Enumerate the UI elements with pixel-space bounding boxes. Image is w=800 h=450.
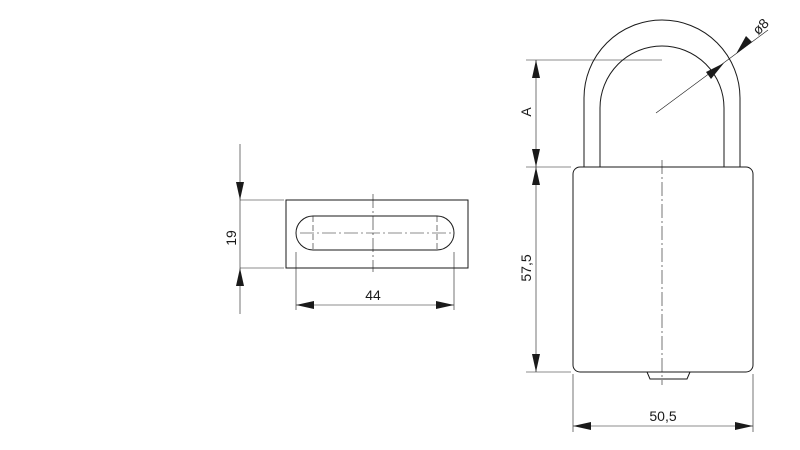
dimension-50-5-label: 50,5 [649, 408, 676, 424]
padlock-front-view: A 57,5 50,5 ø8 [518, 15, 772, 432]
padlock-body [572, 166, 754, 373]
shackle-outer [583, 19, 741, 167]
slot-plate-outline [285, 199, 469, 269]
keyway [646, 371, 691, 380]
dimension-44: 44 [295, 252, 455, 310]
shackle-inner [599, 45, 725, 167]
slot-opening [295, 215, 455, 251]
dimension-44-label: 44 [365, 287, 381, 303]
dimension-diameter-8: ø8 [655, 15, 772, 114]
dimension-19-label: 19 [223, 230, 239, 246]
dimension-A: A [518, 59, 662, 168]
dimension-50-5: 50,5 [572, 374, 754, 432]
dimension-19: 19 [223, 144, 284, 314]
dimension-57-5-label: 57,5 [518, 254, 534, 281]
slot-view: 19 44 [223, 144, 469, 314]
dimension-A-label: A [518, 107, 534, 117]
dimension-57-5: 57,5 [518, 167, 571, 373]
dimension-diameter-8-label: ø8 [749, 15, 772, 38]
